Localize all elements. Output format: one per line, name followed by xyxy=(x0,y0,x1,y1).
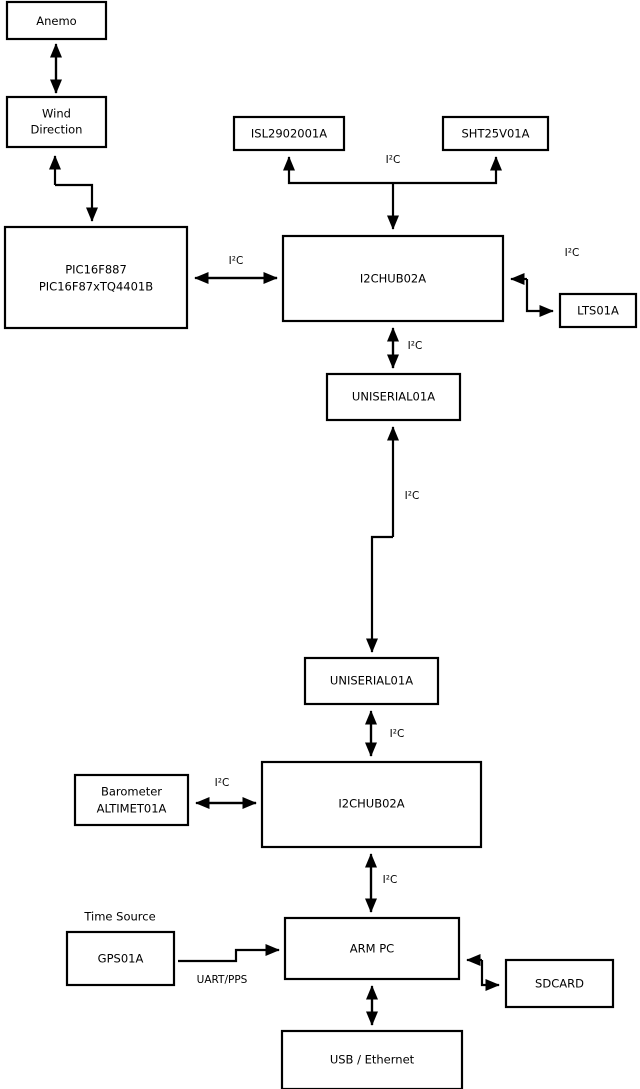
node-arm-pc[interactable]: ARM PC xyxy=(283,916,461,981)
node-sdcard-box[interactable] xyxy=(504,958,615,1009)
node-i2chub02a-bottom-box[interactable] xyxy=(260,760,483,849)
edge-arrow-up-to-isl xyxy=(282,156,393,185)
node-anemo-box[interactable] xyxy=(5,0,108,41)
edge-arrow-down xyxy=(55,183,99,222)
edge-label-gps-armpc: UART/PPS xyxy=(197,974,248,986)
node-uniserial01a-bottom[interactable]: UNISERIAL01A xyxy=(303,656,440,706)
edge-i2chub-top-uniserial-top: I²C xyxy=(386,327,423,369)
edge-arrow-right xyxy=(178,943,280,963)
node-uniserial01a-top[interactable]: UNISERIAL01A xyxy=(325,372,462,422)
edge-arrow-up-to-sht xyxy=(393,156,503,185)
node-gps01a-label: GPS01A xyxy=(98,952,144,966)
node-uniserial01a-top-label: UNISERIAL01A xyxy=(352,390,435,404)
node-uniserial01a-bottom-box[interactable] xyxy=(303,656,440,706)
node-pic-label-line1: PIC16F887 xyxy=(65,263,127,277)
node-usb-ethernet-label: USB / Ethernet xyxy=(330,1053,415,1067)
edge-gps-armpc: UART/PPS xyxy=(178,943,280,986)
node-anemo[interactable]: Anemo xyxy=(5,0,108,41)
node-i2chub02a-top-box[interactable] xyxy=(281,234,505,323)
edge-i2chub-top-sensors: I²C xyxy=(282,154,503,230)
edge-arrow-right-to-lts xyxy=(525,279,554,318)
node-anemo-label: Anemo xyxy=(36,14,76,28)
node-sdcard[interactable]: SDCARD xyxy=(504,958,615,1009)
node-lts01a[interactable]: LTS01A xyxy=(558,292,638,329)
node-wind-direction-label-line1: Wind xyxy=(42,107,71,121)
node-gps01a-box[interactable] xyxy=(65,930,176,987)
edge-label-i2chub-sensors: I²C xyxy=(386,154,401,166)
node-pic-label-line2: PIC16F87xTQ4401B xyxy=(39,280,153,294)
node-usb-ethernet-box[interactable] xyxy=(280,1029,464,1089)
node-isl2902001a-label: ISL2902001A xyxy=(251,127,327,141)
node-barometer[interactable]: Barometer ALTIMET01A xyxy=(73,773,190,827)
edge-i2chub-top-lts: I²C xyxy=(510,247,580,318)
edge-i2chub-bottom-armpc: I²C xyxy=(364,853,398,913)
node-wind-direction[interactable]: Wind Direction xyxy=(5,95,108,149)
edge-pic-i2chub-top: I²C xyxy=(194,255,278,285)
node-isl2902001a-box[interactable] xyxy=(232,115,346,152)
edge-wind-direction-pic xyxy=(48,155,99,222)
edge-label-uniserial-link: I²C xyxy=(405,490,420,502)
edge-barometer-i2chub-bottom: I²C xyxy=(195,777,257,810)
edge-label-barometer-i2chub: I²C xyxy=(215,777,230,789)
node-i2chub02a-top-label: I2CHUB02A xyxy=(360,272,426,286)
node-lts01a-label: LTS01A xyxy=(577,304,619,318)
node-usb-ethernet[interactable]: USB / Ethernet xyxy=(280,1029,464,1089)
node-pic-microcontroller[interactable]: PIC16F887 PIC16F87xTQ4401B xyxy=(3,225,189,330)
node-i2chub02a-bottom[interactable]: I2CHUB02A xyxy=(260,760,483,849)
node-pic-box[interactable] xyxy=(3,225,189,330)
edge-label-uniserial-i2chub-bottom: I²C xyxy=(390,728,405,740)
node-i2chub02a-top[interactable]: I2CHUB02A xyxy=(281,234,505,323)
edge-arrow-down xyxy=(365,535,393,653)
node-uniserial01a-bottom-label: UNISERIAL01A xyxy=(330,674,413,688)
node-gps01a[interactable]: GPS01A xyxy=(65,930,176,987)
node-wind-direction-box[interactable] xyxy=(5,95,108,149)
label-time-source: Time Source xyxy=(83,910,155,924)
node-sdcard-label: SDCARD xyxy=(535,977,584,991)
edge-arrow-right-to-sdcard xyxy=(480,960,500,992)
edge-uniserial-top-uniserial-bottom: I²C xyxy=(365,426,420,653)
node-arm-pc-box[interactable] xyxy=(283,916,461,981)
node-isl2902001a[interactable]: ISL2902001A xyxy=(232,115,346,152)
node-barometer-label-line2: ALTIMET01A xyxy=(97,802,167,816)
node-sht25v01a-label: SHT25V01A xyxy=(462,127,530,141)
edge-label-i2chub-armpc: I²C xyxy=(383,874,398,886)
node-sht25v01a[interactable]: SHT25V01A xyxy=(441,115,550,152)
edge-label-i2chub-lts: I²C xyxy=(565,247,580,259)
node-arm-pc-label: ARM PC xyxy=(350,942,394,956)
edge-label-pic-i2chub: I²C xyxy=(229,255,244,267)
edge-label-i2chub-uniserial-top: I²C xyxy=(408,340,423,352)
node-barometer-box[interactable] xyxy=(73,773,190,827)
edge-uniserial-bottom-i2chub-bottom: I²C xyxy=(364,710,405,757)
node-barometer-label-line1: Barometer xyxy=(101,785,162,799)
node-wind-direction-label-line2: Direction xyxy=(31,123,83,137)
node-sht25v01a-box[interactable] xyxy=(441,115,550,152)
node-i2chub02a-bottom-label: I2CHUB02A xyxy=(338,797,404,811)
edge-armpc-sdcard xyxy=(466,953,500,992)
node-uniserial01a-top-box[interactable] xyxy=(325,372,462,422)
node-lts01a-box[interactable] xyxy=(558,292,638,329)
